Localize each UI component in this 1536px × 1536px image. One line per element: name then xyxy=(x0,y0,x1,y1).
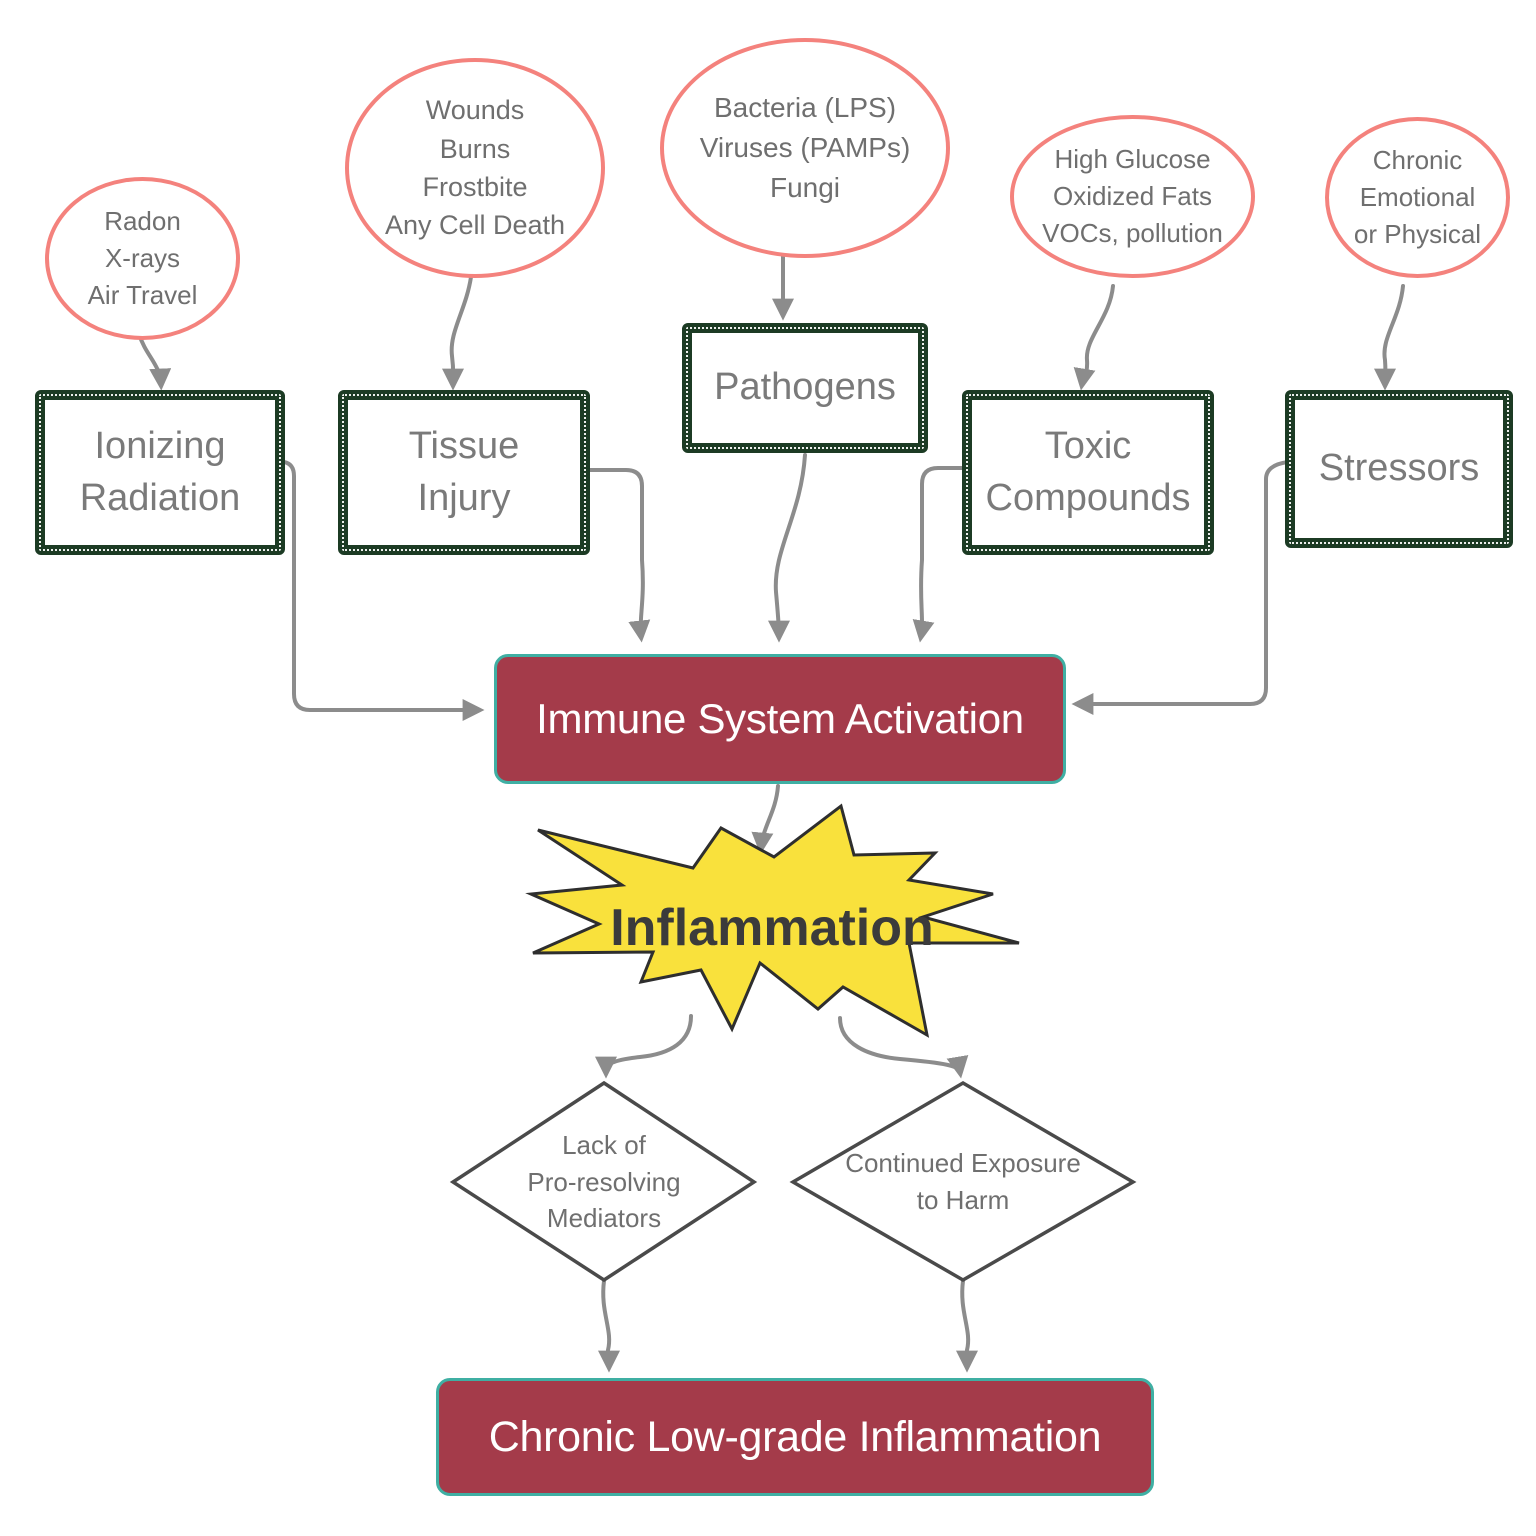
category-tissue-injury: Tissue Injury xyxy=(338,390,590,555)
label-line: Radiation xyxy=(79,476,241,519)
category-toxic-compounds: Toxic Compounds xyxy=(962,390,1214,555)
decision-diamond-shape-exposure xyxy=(789,1080,1137,1283)
connector-inflammation-to-lack xyxy=(595,1014,693,1079)
label-line: Emotional xyxy=(1359,182,1476,213)
connector-stressors-to-activation xyxy=(1071,460,1290,715)
label-line: Toxic xyxy=(1044,425,1132,468)
label-line: Bacteria (LPS) xyxy=(713,92,897,124)
source-chronic-stress: Chronic Emotional or Physical xyxy=(1325,117,1510,278)
connector-chronic-to-stressors xyxy=(1374,284,1405,391)
label-line: Wounds xyxy=(425,95,525,126)
source-glucose-fats: High Glucose Oxidized Fats VOCs, polluti… xyxy=(1010,115,1255,278)
outcome-box: Chronic Low-grade Inflammation xyxy=(436,1378,1154,1496)
label-line: Chronic xyxy=(1372,145,1463,176)
category-stressors: Stressors xyxy=(1285,390,1513,548)
connector-wounds-to-tissue xyxy=(442,275,473,391)
label-line: Fungi xyxy=(769,171,841,203)
label-line: High Glucose xyxy=(1054,144,1211,175)
label-line: Any Cell Death xyxy=(384,210,566,241)
label-line: Air Travel xyxy=(87,279,198,310)
label-line: Stressors xyxy=(1318,447,1480,490)
connector-radon-to-ionizing xyxy=(137,332,172,391)
label-line: Injury xyxy=(417,476,511,519)
label-line: VOCs, pollution xyxy=(1042,217,1223,248)
connector-inflammation-to-exposure xyxy=(838,1016,969,1079)
connector-toxic-to-activation xyxy=(912,466,964,643)
activation-box: Immune System Activation xyxy=(494,654,1066,784)
inflammation-burst-shape xyxy=(525,803,1020,1038)
label-line: Burns xyxy=(439,133,511,164)
label-line: Pathogens xyxy=(714,366,896,409)
label-line: X-rays xyxy=(104,243,181,274)
category-ionizing-radiation: Ionizing Radiation xyxy=(35,390,285,555)
connector-exposure-to-outcome xyxy=(955,1279,978,1373)
connector-glucose-to-toxic xyxy=(1073,284,1115,391)
label-line: Tissue xyxy=(408,425,520,468)
label-line: or Physical xyxy=(1353,218,1482,249)
source-wounds-burns: Wounds Burns Frostbite Any Cell Death xyxy=(345,58,605,278)
decision-diamond-shape-lack xyxy=(449,1080,758,1283)
connector-lack-to-outcome xyxy=(597,1279,620,1373)
category-pathogens: Pathogens xyxy=(682,323,928,453)
label-line: Ionizing xyxy=(94,425,226,468)
label-line: Compounds xyxy=(985,476,1191,519)
activation-label: Immune System Activation xyxy=(536,695,1024,742)
outcome-label: Chronic Low-grade Inflammation xyxy=(488,1412,1102,1461)
source-radon-xrays: Radon X-rays Air Travel xyxy=(45,177,240,340)
connector-tissue-to-activation xyxy=(588,468,651,643)
label-line: Frostbite xyxy=(422,172,528,202)
label-line: Oxidized Fats xyxy=(1053,181,1212,212)
source-bacteria-viruses: Bacteria (LPS) Viruses (PAMPs) Fungi xyxy=(660,38,950,258)
label-line: Radon xyxy=(104,206,181,237)
label-line: Viruses (PAMPs) xyxy=(699,132,911,164)
connector-ionizing-to-activation xyxy=(282,460,485,721)
connector-activation-to-inflammation xyxy=(751,784,780,855)
connector-pathogens-to-activation xyxy=(767,453,807,643)
